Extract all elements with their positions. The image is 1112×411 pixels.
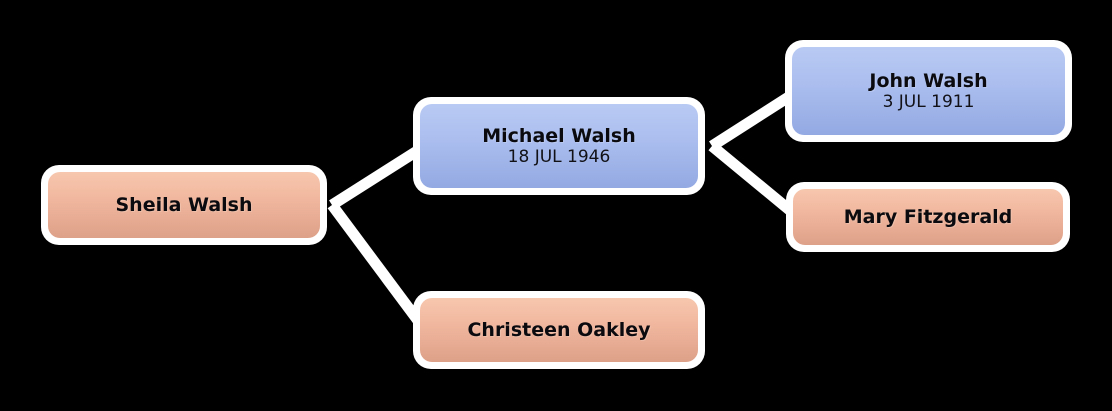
person-node-christeen-oakley[interactable]: Christeen Oakley xyxy=(413,291,705,369)
person-node-body: Michael Walsh 18 JUL 1946 xyxy=(420,104,698,188)
person-node-john-walsh[interactable]: John Walsh 3 JUL 1911 xyxy=(785,40,1072,142)
connector-michael-to-mary xyxy=(708,141,802,222)
person-name: Sheila Walsh xyxy=(115,193,253,216)
person-node-body: Mary Fitzgerald xyxy=(793,189,1063,245)
person-name: Mary Fitzgerald xyxy=(843,205,1013,228)
person-name: Michael Walsh xyxy=(482,125,636,148)
person-node-sheila-walsh[interactable]: Sheila Walsh xyxy=(41,165,327,245)
connector-sheila-to-christeen xyxy=(327,201,430,334)
person-node-mary-fitzgerald[interactable]: Mary Fitzgerald xyxy=(786,182,1070,252)
connector-michael-to-john xyxy=(709,86,801,151)
person-name: Christeen Oakley xyxy=(467,318,651,341)
person-node-body: Christeen Oakley xyxy=(420,298,698,362)
person-node-body: John Walsh 3 JUL 1911 xyxy=(792,47,1065,135)
person-date: 18 JUL 1946 xyxy=(507,146,611,167)
connector-sheila-to-michael xyxy=(329,141,428,210)
person-name: John Walsh xyxy=(869,70,988,93)
person-date: 3 JUL 1911 xyxy=(882,91,975,112)
person-node-body: Sheila Walsh xyxy=(48,172,320,238)
person-node-michael-walsh[interactable]: Michael Walsh 18 JUL 1946 xyxy=(413,97,705,195)
